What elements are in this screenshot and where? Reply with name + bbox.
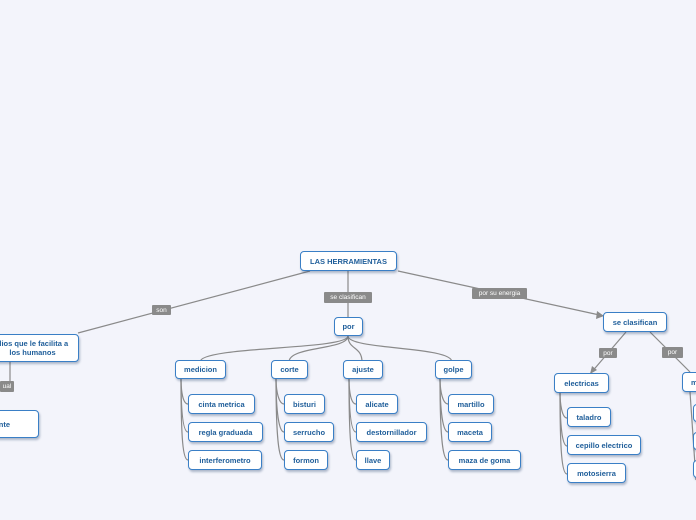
right-partial-edge-3 [693,460,696,478]
item-llave[interactable]: llave [356,450,390,470]
item-serrucho[interactable]: serrucho [284,422,334,442]
left-partial-node[interactable]: nte [0,410,39,438]
category-medicion[interactable]: medicion [175,360,226,379]
connector-son [77,270,311,334]
connector-por-corte [288,335,349,363]
item-formon[interactable]: formon [284,450,328,470]
item-interferometro[interactable]: interferometro [188,450,262,470]
right-partial-node[interactable]: m [682,372,696,392]
label-por-right: por [662,347,683,358]
label-se-clasifican: se clasifican [324,292,372,303]
right-partial-edge-2 [693,432,696,450]
item-alicate[interactable]: alicate [356,394,398,414]
label-por-left: por [599,348,617,358]
connector-por-medicion [199,335,349,363]
item-cinta-metrica[interactable]: cinta metrica [188,394,255,414]
label-por-su-energia: por su energia [472,288,527,299]
label-son: son [152,305,171,315]
arrow-right-se-clasifican [596,311,604,319]
item-regla-graduada[interactable]: regla graduada [188,422,263,442]
right-partial-edge-1 [693,404,696,422]
item-destornillador[interactable]: destornillador [356,422,427,442]
connector-por-golpe [347,335,453,363]
item-maza-de-goma[interactable]: maza de goma [448,450,521,470]
category-corte[interactable]: corte [271,360,308,379]
label-manual-partial: ual [0,381,14,392]
left-description-node[interactable]: dios que le facilita a los humanos [0,334,79,362]
por-node[interactable]: por [334,317,363,336]
item-cepillo-electrico[interactable]: cepillo electrico [567,435,641,455]
item-bisturi[interactable]: bisturi [284,394,325,414]
connector-por-ajuste [347,335,363,363]
category-electricas[interactable]: electricas [554,373,609,393]
item-taladro[interactable]: taladro [567,407,611,427]
se-clasifican-node[interactable]: se clasifican [603,312,667,332]
category-golpe[interactable]: golpe [435,360,472,379]
item-maceta[interactable]: maceta [448,422,492,442]
category-ajuste[interactable]: ajuste [343,360,383,379]
arrow-electricas [590,366,597,374]
item-martillo[interactable]: martillo [448,394,494,414]
root-node[interactable]: LAS HERRAMIENTAS [300,251,397,271]
item-motosierra[interactable]: motosierra [567,463,626,483]
